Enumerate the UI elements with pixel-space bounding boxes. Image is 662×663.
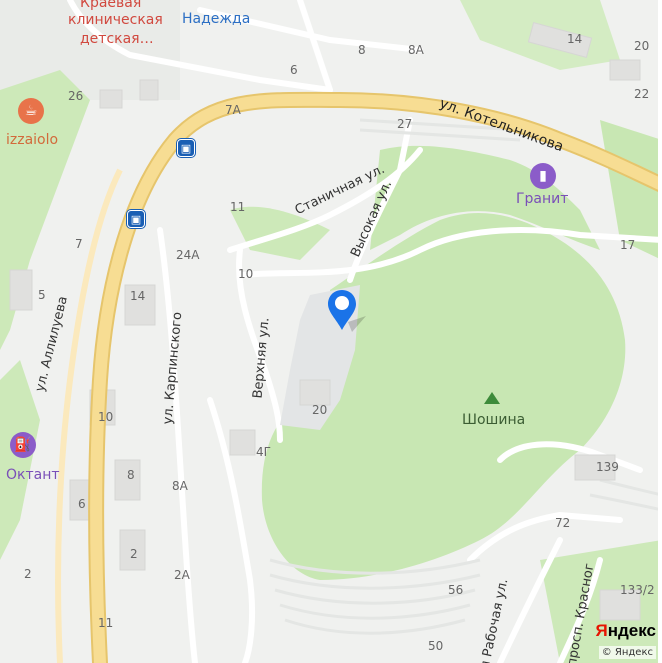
house-number: 11 [98, 616, 114, 630]
location-pin-icon[interactable] [326, 288, 366, 340]
house-number: 8А [408, 43, 424, 57]
house-number: 10 [238, 267, 254, 281]
poi-label-shoshina[interactable]: Шошина [462, 412, 526, 428]
poi-label-nadezhda[interactable]: Надежда [182, 11, 251, 27]
house-number: 2 [24, 567, 32, 581]
yandex-logo[interactable]: Яндекс [595, 621, 656, 640]
house-number: 24А [176, 248, 200, 262]
house-number: 27 [397, 117, 413, 131]
house-number: 10 [98, 410, 114, 424]
house-number: 7 [75, 237, 83, 251]
house-number: 20 [634, 39, 650, 53]
house-number: 11 [230, 200, 246, 214]
cafe-icon[interactable]: ☕ [18, 98, 44, 124]
house-number: 8А [172, 479, 188, 493]
house-number: 133/2 [620, 583, 655, 597]
map-right-border [658, 0, 662, 663]
poi-label-granit[interactable]: Гранит [516, 191, 569, 207]
house-number: 20 [312, 403, 328, 417]
mountain-icon [484, 392, 500, 404]
bed-icon[interactable]: ▮ [530, 163, 556, 189]
copyright-notice[interactable]: © Яндекс [598, 646, 656, 659]
fuel-icon[interactable]: ⛽ [10, 432, 36, 458]
house-number: 50 [428, 639, 444, 653]
house-number: 14 [130, 289, 146, 303]
poi-label-hospital-3: детская… [80, 31, 154, 47]
house-number: 17 [620, 238, 636, 252]
house-number: 8 [127, 468, 135, 482]
poi-label-pizzaiolo[interactable]: izzaiolo [6, 132, 59, 148]
house-number: 72 [555, 516, 571, 530]
house-number: 6 [290, 63, 298, 77]
house-number: 2А [174, 568, 190, 582]
house-number: 6 [78, 497, 86, 511]
poi-label-oktant[interactable]: Октант [6, 467, 60, 483]
house-number: 14 [567, 32, 583, 46]
poi-label-hospital-1: Краевая [80, 0, 142, 11]
house-number: 7А [225, 103, 241, 117]
bus-stop-icon[interactable]: ▣ [127, 210, 145, 228]
poi-label-hospital-2: клиническая [68, 12, 163, 28]
house-number: 2 [130, 547, 138, 561]
house-number: 5 [38, 288, 46, 302]
house-number: 22 [634, 87, 650, 101]
bus-stop-icon[interactable]: ▣ [177, 139, 195, 157]
house-number: 8 [358, 43, 366, 57]
house-number: 4Г [256, 445, 271, 459]
house-number: 26 [68, 89, 84, 103]
house-number: 56 [448, 583, 464, 597]
house-number: 139 [596, 460, 619, 474]
